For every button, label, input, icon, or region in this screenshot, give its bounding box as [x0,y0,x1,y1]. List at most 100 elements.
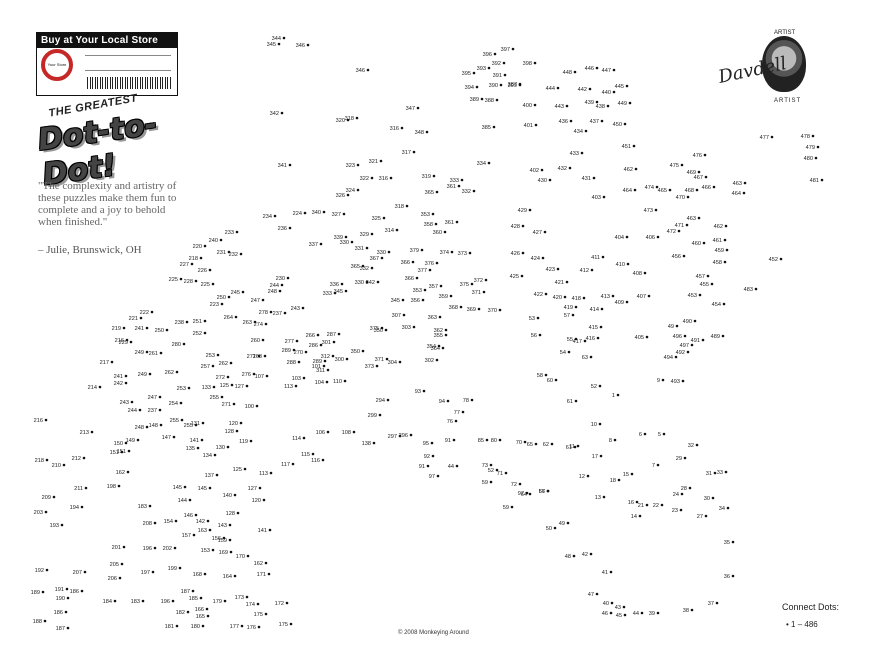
dot-marker[interactable] [495,468,499,472]
dot[interactable]: 146 [184,513,198,519]
dot[interactable]: 186 [70,589,84,595]
dot-marker[interactable] [563,295,567,299]
dot-marker[interactable] [566,521,570,525]
dot[interactable]: 192 [35,568,49,574]
dot[interactable]: 481 [810,178,824,184]
dot[interactable]: 253 [177,386,191,392]
dot-marker[interactable] [41,590,45,594]
dot-marker[interactable] [724,470,728,474]
dot-marker[interactable] [366,68,370,72]
dot[interactable]: 95 [423,441,434,447]
dot[interactable]: 229 [119,340,133,346]
dot-marker[interactable] [431,454,435,458]
dot-marker[interactable] [219,238,223,242]
dot[interactable]: 29 [676,456,687,462]
dot[interactable]: 183 [138,504,152,510]
dot[interactable]: 125 [220,383,234,389]
dot[interactable]: 184 [103,599,117,605]
dot[interactable]: 289 [313,359,327,365]
dot[interactable]: 18 [610,478,621,484]
dot[interactable]: 130 [216,445,230,451]
dot-marker[interactable] [455,464,459,468]
dot-marker[interactable] [701,338,705,342]
dot[interactable]: 177 [230,624,244,630]
dot[interactable]: 174 [246,602,260,608]
dot-marker[interactable] [261,298,265,302]
dot-marker[interactable] [257,625,261,629]
dot[interactable]: 248 [268,289,282,295]
dot-marker[interactable] [200,438,204,442]
dot-marker[interactable] [289,622,293,626]
dot[interactable]: 159 [218,538,232,544]
dot[interactable]: 357 [429,284,443,290]
dot-marker[interactable] [208,486,212,490]
dot-marker[interactable] [520,274,524,278]
dot[interactable]: 331 [355,246,369,252]
dot-marker[interactable] [811,134,815,138]
dot-marker[interactable] [470,398,474,402]
dot-marker[interactable] [450,250,454,254]
dot[interactable]: 6 [639,432,647,438]
dot[interactable]: 422 [534,292,548,298]
dot[interactable]: 49 [668,324,679,330]
dot-marker[interactable] [220,395,224,399]
dot[interactable]: 420 [553,295,567,301]
dot-marker[interactable] [567,350,571,354]
dot[interactable]: 371 [375,357,389,363]
dot[interactable]: 455 [700,282,714,288]
dot[interactable]: 344 [272,36,286,42]
dot-marker[interactable] [148,504,152,508]
dot[interactable]: 32 [688,443,699,449]
dot-marker[interactable] [203,244,207,248]
dot-marker[interactable] [389,176,393,180]
dot-marker[interactable] [428,268,432,272]
dot[interactable]: 341 [278,163,292,169]
dot[interactable]: 135 [186,446,200,452]
dot-marker[interactable] [343,379,347,383]
dot[interactable]: 288 [287,360,301,366]
dot[interactable]: 212 [72,456,86,462]
dot-marker[interactable] [576,444,580,448]
dot-marker[interactable] [584,129,588,133]
dot-marker[interactable] [228,523,232,527]
dot[interactable]: 317 [402,150,416,156]
dot[interactable]: 316 [390,126,404,132]
dot-marker[interactable] [301,306,305,310]
dot-marker[interactable] [571,313,575,317]
dot-marker[interactable] [470,282,474,286]
dot-marker[interactable] [656,611,660,615]
dot-marker[interactable] [434,222,438,226]
dot[interactable]: 202 [163,546,177,552]
dot-marker[interactable] [611,294,615,298]
dot-marker[interactable] [199,256,203,260]
dot[interactable]: 334 [477,161,491,167]
dot-marker[interactable] [543,230,547,234]
dot[interactable]: 321 [369,159,383,165]
dot[interactable]: 185 [189,596,203,602]
dot-marker[interactable] [188,498,192,502]
dot[interactable]: 14 [631,514,642,520]
dot-marker[interactable] [44,418,48,422]
dot[interactable]: 52 [488,468,499,474]
dot[interactable]: 333 [323,291,337,297]
dot-marker[interactable] [246,554,250,558]
dot[interactable]: 367 [370,256,384,262]
dot[interactable]: 125 [233,467,247,473]
dot[interactable]: 403 [592,195,606,201]
dot[interactable]: 49 [559,521,570,527]
dot-marker[interactable] [180,418,184,422]
dot-marker[interactable] [239,421,243,425]
dot[interactable]: 425 [510,274,524,280]
dot-marker[interactable] [600,307,604,311]
dot-marker[interactable] [574,305,578,309]
dot-marker[interactable] [721,334,725,338]
dot[interactable]: 154 [164,519,178,525]
dot-marker[interactable] [711,496,715,500]
dot[interactable]: 113 [284,384,298,390]
dot[interactable]: 411 [591,255,605,261]
dot[interactable]: 277 [285,339,299,345]
dot[interactable]: 236 [278,226,292,232]
dot[interactable]: 404 [615,235,629,241]
dot[interactable]: 365 [351,264,365,270]
dot-marker[interactable] [409,433,413,437]
